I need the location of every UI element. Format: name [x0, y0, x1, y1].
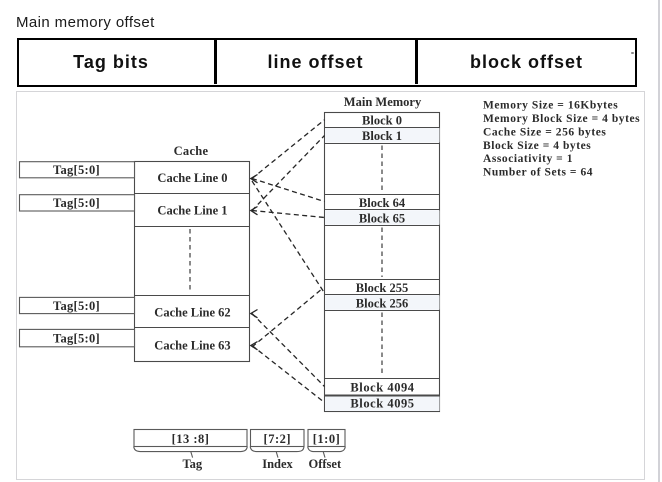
svg-text:Block 4095: Block 4095	[350, 396, 414, 410]
svg-text:[7:2]: [7:2]	[264, 432, 292, 446]
svg-text:Tag[5:0]: Tag[5:0]	[53, 163, 100, 177]
svg-text:Block 1: Block 1	[362, 129, 402, 143]
svg-text:Block 64: Block 64	[359, 196, 406, 210]
svg-text:Cache: Cache	[174, 144, 209, 158]
svg-text:Tag[5:0]: Tag[5:0]	[53, 196, 100, 210]
svg-text:Block 65: Block 65	[359, 211, 405, 225]
svg-text:Block 0: Block 0	[362, 114, 402, 128]
svg-text:Block 255: Block 255	[356, 281, 408, 295]
svg-text:Memory Block Size = 4 bytes: Memory Block Size = 4 bytes	[483, 113, 640, 125]
svg-text:Number of Sets = 64: Number of Sets = 64	[483, 167, 593, 179]
svg-text:Tag[5:0]: Tag[5:0]	[53, 299, 100, 313]
svg-text:Offset: Offset	[308, 457, 341, 471]
svg-text:Block Size = 4 bytes: Block Size = 4 bytes	[483, 140, 591, 152]
svg-text:Associativity = 1: Associativity = 1	[483, 153, 573, 165]
svg-text:Memory Size = 16Kbytes: Memory Size = 16Kbytes	[483, 100, 618, 112]
svg-text:Cache Size = 256 bytes: Cache Size = 256 bytes	[483, 126, 606, 138]
svg-text:Cache Line 63: Cache Line 63	[154, 338, 230, 352]
svg-text:Cache Line 62: Cache Line 62	[154, 305, 230, 319]
svg-text:[1:0]: [1:0]	[313, 432, 341, 446]
svg-text:Block 256: Block 256	[356, 296, 408, 310]
svg-text:[13 :8]: [13 :8]	[172, 432, 210, 446]
svg-text:Cache Line 1: Cache Line 1	[157, 203, 227, 217]
svg-text:Main Memory: Main Memory	[344, 95, 422, 109]
svg-text:Cache Line 0: Cache Line 0	[157, 171, 227, 185]
svg-text:Tag: Tag	[182, 457, 202, 471]
svg-text:Block 4094: Block 4094	[350, 380, 414, 394]
svg-text:Tag[5:0]: Tag[5:0]	[53, 331, 100, 345]
svg-text:Index: Index	[262, 457, 293, 471]
